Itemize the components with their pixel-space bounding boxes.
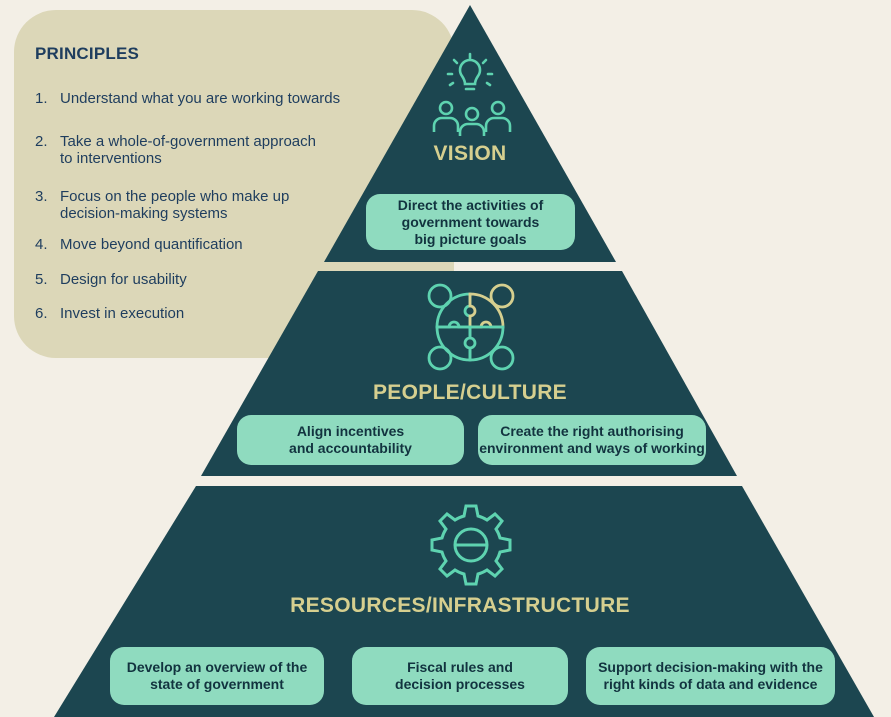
tier-title-vision: VISION [433, 142, 507, 165]
principle-number: 5. [35, 271, 48, 288]
principle-text: Take a whole-of-government approach to i… [60, 133, 316, 167]
tier-title-people-culture: PEOPLE/CULTURE [373, 381, 567, 404]
vision-pill: Direct the activities of government towa… [366, 194, 575, 250]
resources-pill-fiscal: Fiscal rules and decision processes [352, 647, 568, 705]
principle-number: 6. [35, 305, 48, 322]
people-pill-incentives: Align incentives and accountability [237, 415, 464, 465]
principle-text: Move beyond quantification [60, 236, 243, 253]
puzzle-network-icon [427, 283, 515, 371]
people-group-icon [432, 100, 512, 136]
gear-icon [430, 504, 512, 586]
resources-pill-data: Support decision-making with the right k… [586, 647, 835, 705]
tier-title-resources: RESOURCES/INFRASTRUCTURE [290, 594, 630, 617]
principle-number: 4. [35, 236, 48, 253]
principles-title: PRINCIPLES [35, 44, 140, 63]
principle-text: Understand what you are working towards [60, 90, 341, 107]
principle-number: 1. [35, 90, 48, 107]
resources-pill-overview: Develop an overview of the state of gove… [110, 647, 324, 705]
principle-text: Invest in execution [60, 305, 185, 322]
principle-number: 2. [35, 133, 48, 150]
people-pill-authorising: Create the right authorising environment… [478, 415, 706, 465]
principle-text: Design for usability [60, 271, 187, 288]
principle-text: Focus on the people who make up decision… [60, 188, 290, 222]
principle-number: 3. [35, 188, 48, 205]
lightbulb-icon [446, 52, 494, 91]
